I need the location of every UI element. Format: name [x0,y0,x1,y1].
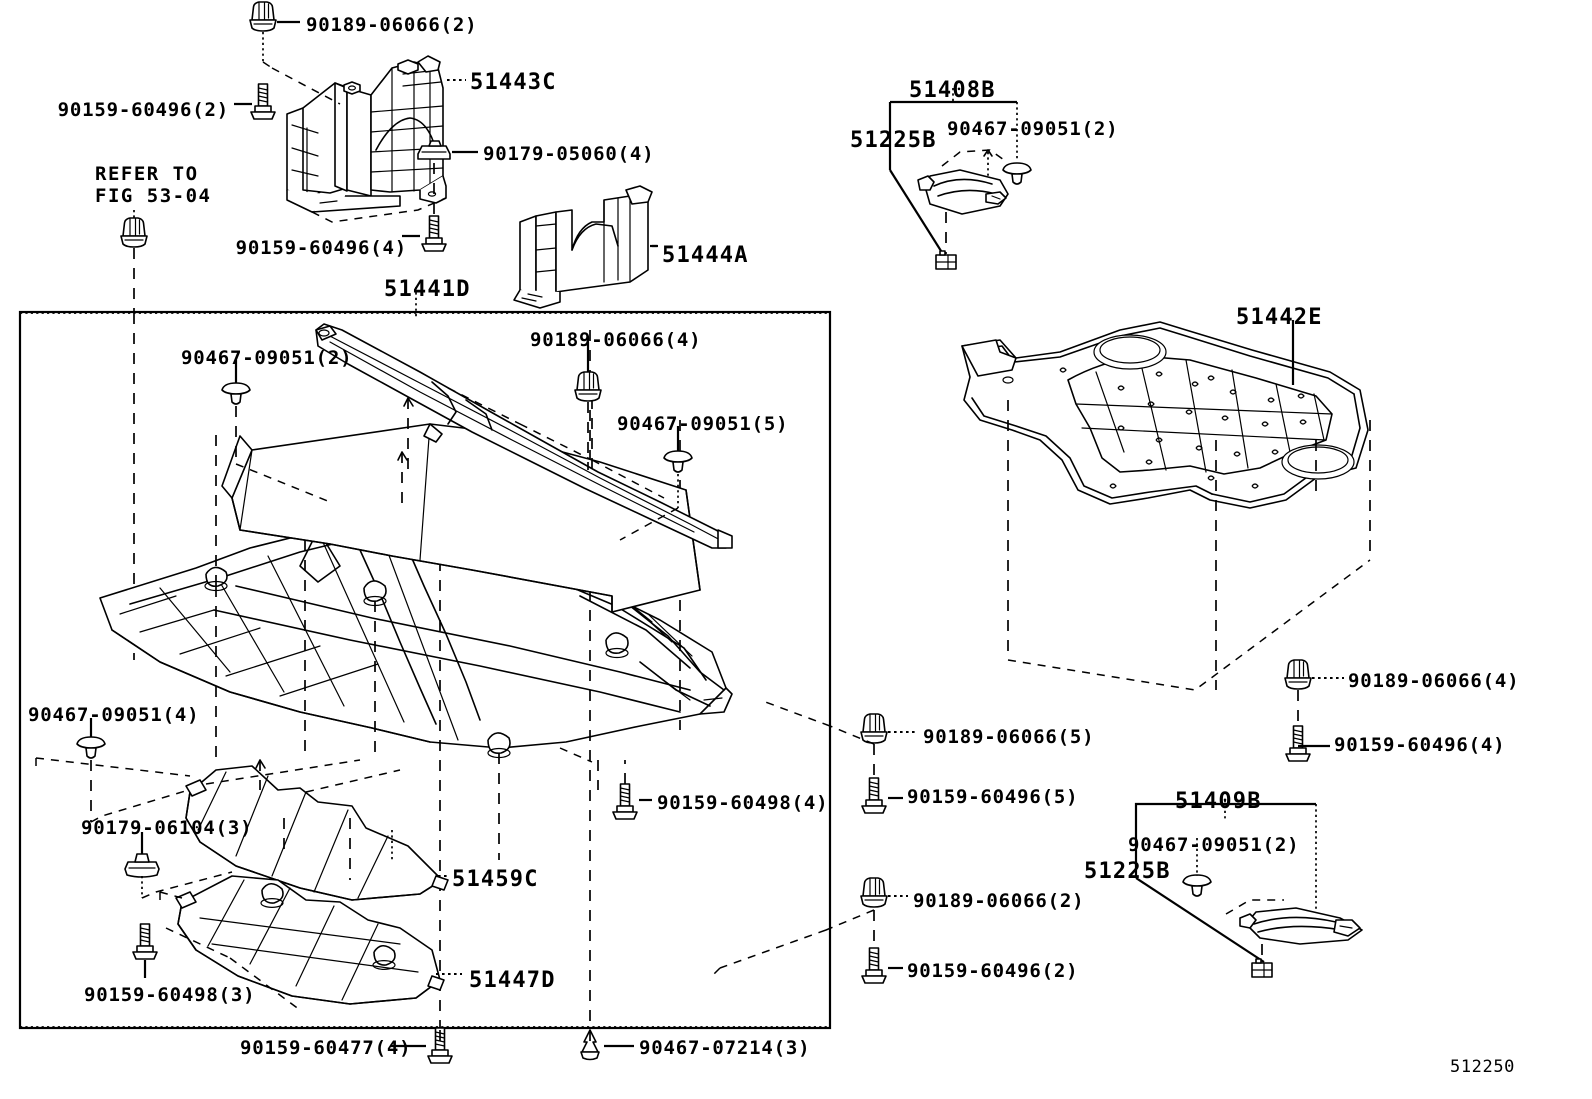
part-label-51447d[interactable]: 51447D [469,968,556,993]
part-label-51441d[interactable]: 51441D [384,277,471,302]
fastener-label-90467-07214-3[interactable]: 90467-07214(3) [639,1037,811,1059]
fastener-label-90159-60496-5[interactable]: 90159-60496(5) [907,786,1079,808]
assembly-51408b-bracket [888,88,1018,263]
part-label-51443c[interactable]: 51443C [470,70,557,95]
fastener-label-90159-60498-3[interactable]: 90159-60498(3) [84,984,256,1006]
fastener-label-90159-60496-2[interactable]: 90159-60496(2) [57,99,229,121]
part-label-51459c[interactable]: 51459C [452,867,539,892]
fastener-label-90467-09051-5[interactable]: 90467-09051(5) [617,413,789,435]
fastener-label-90189-06066-4[interactable]: 90189-06066(4) [530,329,702,351]
part-long-rail-artwork [315,323,733,549]
fastener-label-90189-06066-2[interactable]: 90189-06066(2) [913,890,1085,912]
fastener-label-90467-09051-2[interactable]: 90467-09051(2) [181,347,353,369]
fastener-label-90189-06066-2[interactable]: 90189-06066(2) [306,14,478,36]
fastener-label-90159-60477-4[interactable]: 90159-60477(4) [240,1037,412,1059]
fastener-label-90467-09051-4[interactable]: 90467-09051(4) [28,704,200,726]
diagram-id: 512250 [1449,1057,1515,1077]
part-51443c-artwork [286,55,447,213]
part-label-51225b[interactable]: 51225B [850,128,937,153]
fastener-label-90159-60498-4[interactable]: 90159-60498(4) [657,792,829,814]
refer-to-note: REFER TO FIG 53-04 [95,163,212,207]
part-label-51409b[interactable]: 51409B [1175,789,1262,814]
part-51444a-artwork [513,185,653,309]
fastener-label-90159-60496-4[interactable]: 90159-60496(4) [1334,734,1506,756]
fastener-label-90159-60496-2[interactable]: 90159-60496(2) [907,960,1079,982]
fastener-label-90189-06066-4[interactable]: 90189-06066(4) [1348,670,1520,692]
part-51408b-artwork [917,149,1009,270]
fastener-label-90159-60496-4[interactable]: 90159-60496(4) [235,237,407,259]
part-label-51408b[interactable]: 51408B [909,78,996,103]
fastener-label-90467-09051-2[interactable]: 90467-09051(2) [947,118,1119,140]
part-label-51225b[interactable]: 51225B [1084,859,1171,884]
assembly-51409b-bracket [1134,800,1317,963]
fastener-label-90179-06104-3[interactable]: 90179-06104(3) [81,817,253,839]
part-51459c-artwork [185,765,449,901]
part-51447d-artwork [175,875,445,1005]
part-51409b-artwork [1225,899,1363,978]
part-label-51442e[interactable]: 51442E [1236,305,1323,330]
part-label-51444a[interactable]: 51444A [662,243,749,268]
fastener-label-90467-09051-2[interactable]: 90467-09051(2) [1128,834,1300,856]
part-51442e-artwork [961,321,1369,509]
fastener-label-90189-06066-5[interactable]: 90189-06066(5) [923,726,1095,748]
fastener-label-90179-05060-4[interactable]: 90179-05060(4) [483,143,655,165]
